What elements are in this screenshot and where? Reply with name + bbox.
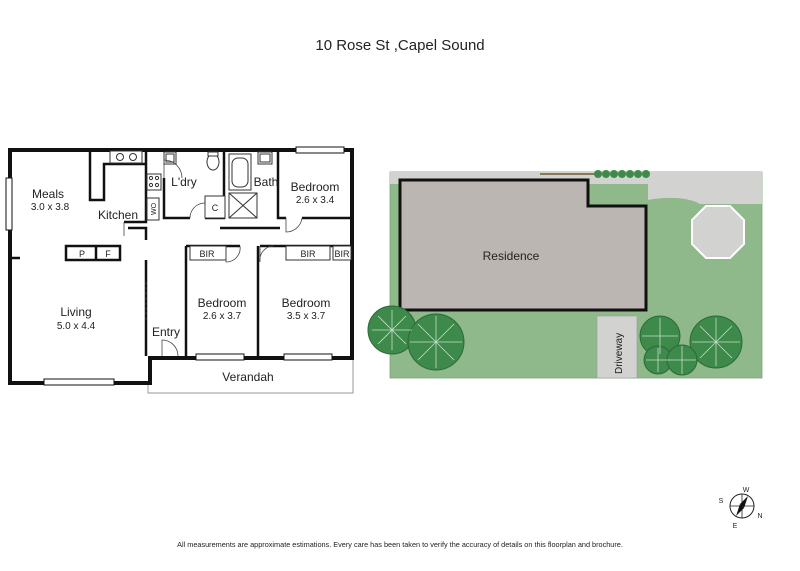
- windows: [5, 146, 345, 386]
- laundry-label: L'dry: [171, 175, 197, 189]
- residence-label: Residence: [483, 249, 540, 263]
- page-title: 10 Rose St ,Capel Sound: [315, 37, 484, 54]
- living-size: 5.0 x 4.4: [57, 321, 96, 332]
- kitchen-label: Kitchen: [98, 208, 138, 222]
- compass-e: E: [733, 523, 738, 530]
- verandah-label: Verandah: [222, 370, 273, 384]
- entry-label: Entry: [152, 325, 180, 339]
- floor-plan: Meals 3.0 x 3.8 Kitchen L'dry Bath Bedro…: [5, 146, 354, 394]
- living-label: Living: [60, 305, 91, 319]
- water-tank: [691, 205, 745, 259]
- bedroom3-size: 3.5 x 3.7: [287, 311, 326, 322]
- bedroom1-size: 2.6 x 3.4: [296, 195, 335, 206]
- f-label: F: [105, 249, 111, 259]
- outer-walls: [8, 148, 354, 385]
- driveway-label: Driveway: [614, 333, 625, 374]
- p-label: P: [79, 249, 85, 259]
- compass-s: S: [719, 498, 724, 505]
- bedroom1-label: Bedroom: [291, 180, 340, 194]
- wo-label: WO: [151, 202, 158, 215]
- disclaimer: All measurements are approximate estimat…: [177, 540, 623, 549]
- bedroom2-size: 2.6 x 3.7: [203, 311, 242, 322]
- bir-label-bedroom1: BIR: [334, 249, 350, 259]
- bedroom3-label: Bedroom: [282, 296, 331, 310]
- compass-n: N: [757, 513, 762, 520]
- bath-label: Bath: [254, 175, 279, 189]
- compass-needle: [740, 496, 748, 508]
- compass: W S N E: [719, 487, 763, 530]
- compass-w: W: [743, 487, 750, 494]
- driveway: [596, 315, 638, 379]
- c-label: C: [212, 203, 219, 213]
- bir-label-bedroom3: BIR: [300, 249, 316, 259]
- door-swings: [123, 159, 303, 357]
- meals-size: 3.0 x 3.8: [31, 202, 70, 213]
- hedge: [594, 170, 650, 178]
- bir-label-bedroom2: BIR: [199, 249, 215, 259]
- site-plan: Residence Driveway: [367, 170, 763, 379]
- meals-label: Meals: [32, 187, 64, 201]
- bedroom2-label: Bedroom: [198, 296, 247, 310]
- tree-texture: [372, 310, 740, 374]
- paved-area: [390, 172, 762, 204]
- kitchen-fixtures: [109, 150, 177, 221]
